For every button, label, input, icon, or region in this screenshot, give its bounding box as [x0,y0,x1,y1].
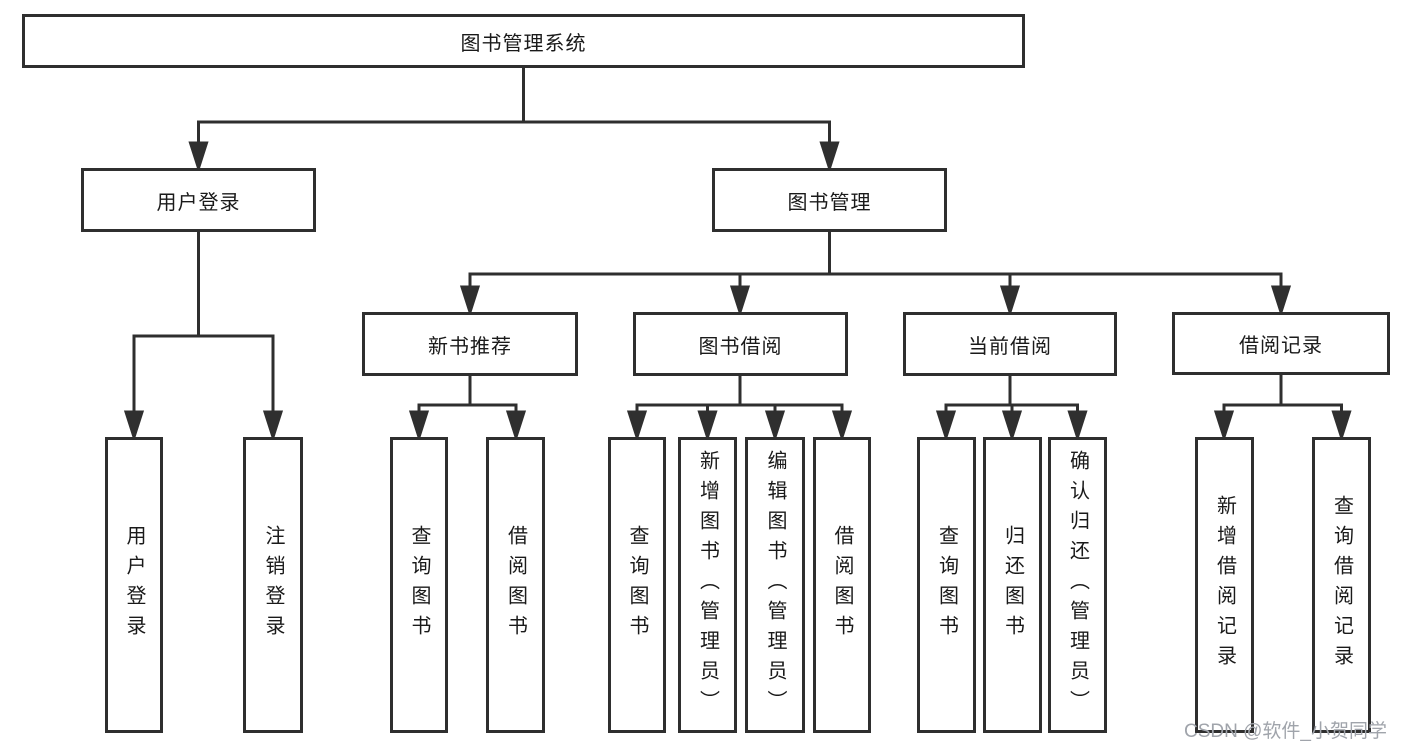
node-label: 用户登录 [123,525,145,645]
leaf-borrow-books-recommend: 借阅图书 [486,437,545,733]
node-label: 当前借阅 [968,335,1052,358]
node-library-system-root: 图书管理系统 [22,14,1025,68]
node-label: 用户登录 [156,191,241,214]
leaf-confirm-return-admin: 确认归还（管理员） [1048,437,1107,733]
node-label: 注销登录 [262,525,284,645]
leaf-return-books: 归还图书 [983,437,1042,733]
node-label: 图书管理系统 [460,32,587,55]
leaf-query-books-recommend: 查询图书 [390,437,448,733]
node-label: 新增借阅记录 [1213,495,1236,675]
leaf-user-login: 用户登录 [105,437,163,733]
leaf-query-books-current: 查询图书 [917,437,976,733]
csdn-watermark: CSDN @软件_小贺同学 [1184,721,1387,742]
node-label: 查询图书 [935,525,958,645]
leaf-query-books-borrowing: 查询图书 [608,437,666,733]
node-current-borrowing: 当前借阅 [903,312,1117,376]
node-label: 新书推荐 [428,335,512,358]
node-new-book-recommend: 新书推荐 [362,312,578,376]
leaf-add-books-admin: 新增图书（管理员） [678,437,737,733]
leaf-logout: 注销登录 [243,437,303,733]
node-book-borrowing: 图书借阅 [633,312,848,376]
node-label: 查询图书 [408,525,430,645]
leaf-query-borrow-record: 查询借阅记录 [1312,437,1371,733]
node-user-login: 用户登录 [81,168,316,232]
node-label: 图书管理 [787,191,872,214]
node-label: 借阅记录 [1239,335,1323,357]
node-label: 新增图书（管理员） [696,450,719,720]
node-label: 确认归还（管理员） [1066,450,1089,720]
node-label: 借阅图书 [831,525,853,645]
node-book-management: 图书管理 [712,168,947,232]
node-label: 查询借阅记录 [1330,495,1353,675]
node-label: 查询图书 [626,525,648,645]
node-label: 编辑图书（管理员） [764,450,786,720]
leaf-edit-books-admin: 编辑图书（管理员） [745,437,805,733]
leaf-borrow-books-borrowing: 借阅图书 [813,437,871,733]
node-label: 图书借阅 [698,335,783,358]
node-label: 借阅图书 [504,525,527,645]
leaf-add-borrow-record: 新增借阅记录 [1195,437,1254,733]
node-borrowing-records: 借阅记录 [1172,312,1390,375]
node-label: 归还图书 [1001,525,1024,645]
